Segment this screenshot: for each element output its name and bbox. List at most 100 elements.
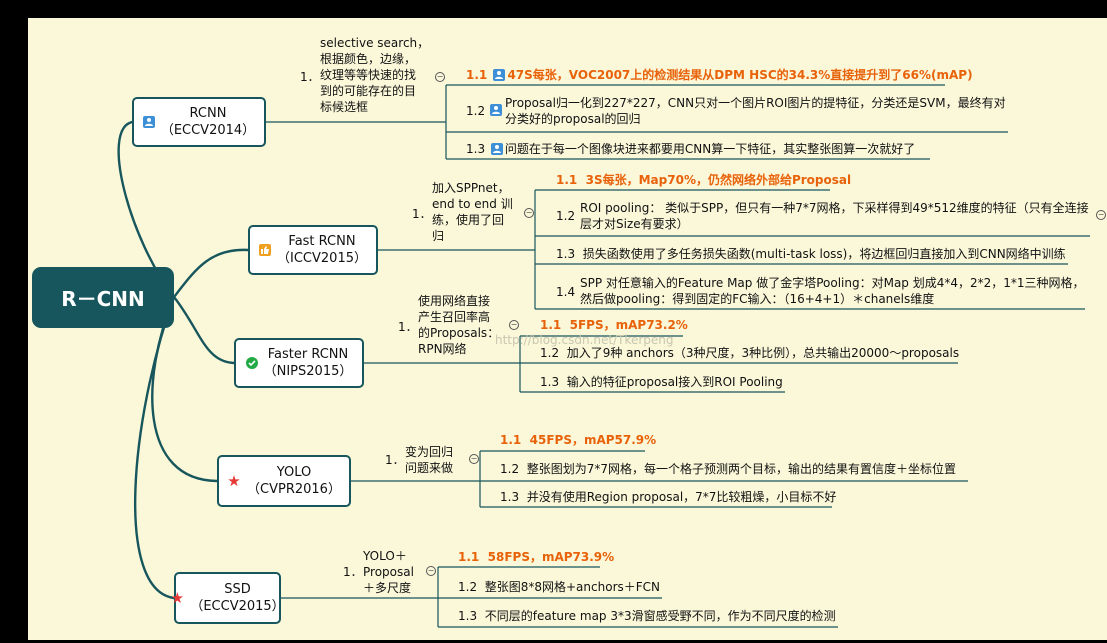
desc-line: 变为回归: [405, 445, 454, 459]
sub-item: 1.2 加入了9种 anchors（3种尺度，3种比例），总共输出20000～p…: [540, 345, 959, 361]
item-text: 加入了9种 anchors（3种尺度，3种比例），总共输出20000～propo…: [566, 346, 960, 360]
person-icon: [490, 104, 502, 116]
branch-title: SSD: [224, 582, 251, 597]
sub-item: 1.3 问题在于每一个图像块进来都要用CNN算一下特征，其实整张图算一次就好了: [466, 141, 915, 157]
collapse-toggle[interactable]: −: [435, 72, 445, 82]
sub-item: 1.1 3S每张，Map70%，仍然网络外部给Proposal: [556, 172, 851, 188]
item-number: 1.1: [540, 318, 562, 332]
branch-subtitle: （NIPS2015）: [263, 364, 353, 379]
item-text: 然后做pooling：得到固定的FC输入：（16+4+1）＊chanels维度: [580, 292, 935, 306]
branch-title: YOLO: [276, 465, 312, 480]
branch-subtitle: （ICCV2015）: [277, 251, 367, 266]
item-text: 3S每张，Map70%，仍然网络外部给Proposal: [585, 173, 852, 187]
item-number: 1.1: [466, 68, 488, 82]
desc-line: 问题来做: [405, 461, 454, 475]
desc-line: RPN网络: [418, 342, 467, 356]
branch-node-faster-rcnn[interactable]: Faster RCNN （NIPS2015）: [234, 338, 364, 388]
sub-item: 1.3 不同层的feature map 3*3滑窗感受野不同，作为不同尺度的检测: [458, 608, 836, 624]
desc-index: 1．: [343, 565, 363, 579]
item-text: 47S每张，VOC2007上的检测结果从DPM HSC的34.3%直接提升到了6…: [507, 68, 973, 82]
collapse-toggle[interactable]: −: [426, 566, 436, 576]
star-icon: ★: [227, 472, 241, 490]
sub-item: 1.1 58FPS，mAP73.9%: [458, 549, 614, 565]
desc-line: end to end 训: [432, 197, 513, 211]
item-text: 不同层的feature map 3*3滑窗感受野不同，作为不同尺度的检测: [484, 609, 836, 623]
item-text: 损失函数使用了多任务损失函数(multi-task loss)，将边框回归直接加…: [582, 247, 1066, 261]
desc-line: 到的可能存在的目: [320, 84, 417, 98]
desc-index: 1．: [385, 453, 405, 467]
sub-item: 1.2 整张图8*8网格+anchors＋FCN: [458, 579, 660, 595]
watermark: http://blog.csdn.net/Tkerpeng: [495, 333, 674, 347]
collapse-toggle[interactable]: −: [469, 454, 479, 464]
desc-line: 标候选框: [320, 100, 369, 114]
sub-item: 1.3 输入的特征proposal接入到ROI Pooling: [540, 374, 783, 390]
item-number: 1.2: [540, 346, 560, 360]
item-number: 1.3: [466, 142, 486, 156]
root-node[interactable]: R－CNN: [32, 267, 174, 328]
branch-title: Fast RCNN: [288, 234, 356, 249]
branch-node-yolo[interactable]: ★ YOLO （CVPR2016）: [217, 455, 351, 507]
collapse-toggle[interactable]: −: [524, 208, 534, 218]
desc-line: 练，使用了回: [432, 213, 505, 227]
root-label: R－CNN: [61, 287, 145, 311]
collapse-toggle[interactable]: −: [1096, 210, 1106, 220]
star-icon: ★: [170, 589, 185, 607]
item-number: 1.2: [466, 104, 486, 118]
person-icon: [490, 143, 503, 155]
item-number: 1.2: [458, 580, 478, 594]
desc-line: 归: [432, 229, 445, 243]
branch-node-rcnn[interactable]: RCNN （ECCV2014）: [132, 97, 266, 147]
desc-text: 变为回归 问题来做: [405, 444, 453, 476]
desc-text: 加入SPPnet， end to end 训 练，使用了回 归: [432, 180, 513, 244]
branch-subtitle: （ECCV2014）: [160, 123, 256, 138]
item-text: 45FPS，mAP57.9%: [529, 433, 657, 447]
sub-item: 1.3 并没有使用Region proposal，7*7比较粗燥，小目标不好: [500, 489, 836, 505]
sub-item: 1.2 整张图划为7*7网格，每一个格子预测两个目标，输出的结果有置信度＋坐标位…: [500, 461, 956, 477]
branch-subtitle: （CVPR2016）: [247, 482, 341, 497]
person-icon: [142, 116, 155, 128]
desc-line: 根据颜色，边缘，: [320, 52, 417, 66]
desc-line: ＋多尺度: [363, 581, 412, 595]
branch-node-fast-rcnn[interactable]: Fast RCNN （ICCV2015）: [248, 225, 378, 275]
item-number: 1.1: [458, 550, 480, 564]
item-text: 层才对Size有要求）: [580, 217, 689, 231]
item-number: 1.1: [556, 173, 578, 187]
person-icon: [493, 69, 506, 81]
item-text: 58FPS，mAP73.9%: [487, 550, 615, 564]
desc-text: selective search， 根据颜色，边缘， 纹理等等快速的找 到的可能…: [320, 35, 429, 115]
item-number: 1.3: [540, 375, 560, 389]
desc-index: 1．: [398, 320, 418, 334]
sub-item: 1.3 损失函数使用了多任务损失函数(multi-task loss)，将边框回…: [556, 246, 1066, 262]
thumbs-up-icon: [259, 244, 272, 256]
item-text: 分类好的proposal的回归: [505, 112, 641, 126]
sub-item: ROI pooling： 类似于SPP，但只有一种7*7网格，下采样得到49*5…: [580, 200, 1089, 232]
sub-item: 1.1 47S每张，VOC2007上的检测结果从DPM HSC的34.3%直接提…: [466, 67, 973, 83]
item-number: 1.2: [500, 462, 520, 476]
item-text: 5FPS，mAP73.2%: [569, 318, 688, 332]
item-text: ROI pooling： 类似于SPP，但只有一种7*7网格，下采样得到49*5…: [580, 201, 1089, 215]
desc-index: 1．: [300, 70, 320, 84]
desc-text: 使用网络直接 产生召回率高 的Proposals： RPN网络: [418, 293, 499, 357]
branch-subtitle: （ECCV2015）: [190, 599, 285, 614]
branch-node-ssd[interactable]: ★ SSD （ECCV2015）: [171, 572, 285, 624]
desc-text: YOLO＋ Proposal ＋多尺度: [363, 548, 414, 596]
item-text: Proposal归一化到227*227，CNN只对一个图片ROI图片的提特征，分…: [505, 96, 1006, 110]
desc-line: 使用网络直接: [418, 294, 491, 308]
desc-line: 加入SPPnet，: [432, 181, 510, 195]
desc-index: 1．: [412, 207, 432, 221]
item-number: 1.2: [556, 209, 576, 223]
item-text: 整张图8*8网格+anchors＋FCN: [484, 580, 661, 594]
desc-line: Proposal: [363, 565, 414, 579]
item-text: 整张图划为7*7网格，每一个格子预测两个目标，输出的结果有置信度＋坐标位置: [526, 462, 957, 476]
desc-line: selective search，: [320, 36, 430, 50]
desc-line: 的Proposals：: [418, 326, 500, 340]
collapse-toggle[interactable]: −: [509, 320, 519, 330]
check-icon: [245, 357, 258, 369]
item-number: 1.1: [500, 433, 522, 447]
item-text: 问题在于每一个图像块进来都要用CNN算一下特征，其实整张图算一次就好了: [504, 142, 916, 156]
branch-title: RCNN: [189, 106, 227, 121]
sub-item: 1.1 5FPS，mAP73.2%: [540, 317, 688, 333]
item-number: 1.4: [556, 285, 576, 299]
desc-line: 产生召回率高: [418, 310, 491, 324]
branch-title: Faster RCNN: [267, 347, 349, 362]
